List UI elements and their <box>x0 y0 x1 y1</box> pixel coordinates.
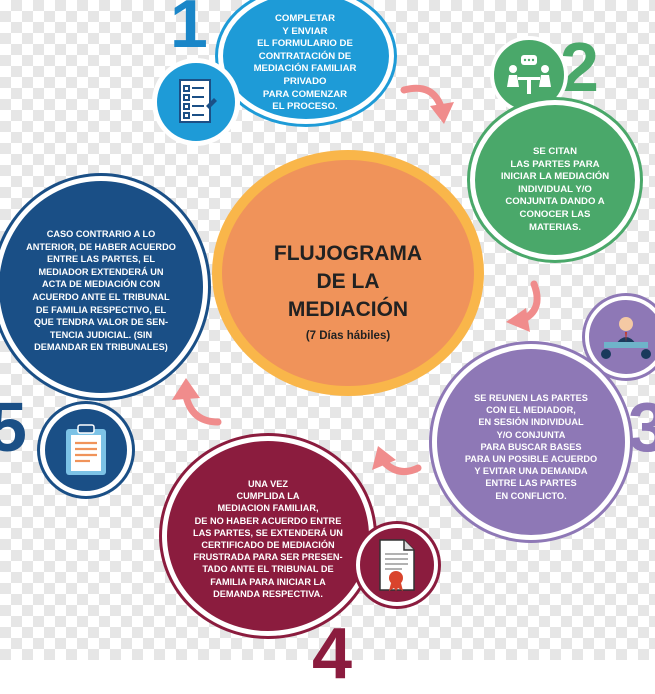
step-3-number: 3 <box>628 388 655 466</box>
step-5-icon-disc <box>40 404 132 496</box>
center-subtitle: (7 Días hábiles) <box>305 330 391 342</box>
center-title-line-3: MEDIACIÓN <box>287 298 409 321</box>
step-1-text: COMPLETAR Y ENVIAR EL FORMULARIO DE CONT… <box>253 13 357 113</box>
arrow-1-to-2 <box>400 84 454 124</box>
arrow-2-to-3 <box>506 280 541 332</box>
step-4-number: 4 <box>312 614 353 694</box>
step-1-icon-disc <box>152 58 240 146</box>
step-4-icon-disc <box>356 524 438 606</box>
meeting-chat-icon <box>507 55 551 94</box>
step-5-text: CASO CONTRARIO A LO ANTERIOR, DE HABER A… <box>26 229 176 353</box>
step-5-circle <box>0 176 208 398</box>
step-2-text: SE CITAN LAS PARTES PARA INICIAR LA MEDI… <box>500 146 610 233</box>
center-circle <box>222 160 474 386</box>
step-3-text: SE REUNEN LAS PARTES CON EL MEDIADOR, EN… <box>464 393 598 501</box>
step-5-number: 5 <box>0 388 27 466</box>
clipboard-icon <box>66 424 106 475</box>
step-2-circle <box>470 100 640 260</box>
center-title-line-2: DE LA <box>316 270 380 293</box>
step-1-circle <box>218 0 394 124</box>
step-4-text: UNA VEZ CUMPLIDA LA MEDIACION FAMILIAR, … <box>193 479 343 599</box>
certificate-icon <box>379 539 415 591</box>
step-3-circle <box>432 344 630 540</box>
step-3-icon-disc <box>585 296 655 378</box>
center-title-line-1: FLUJOGRAMA <box>273 242 423 265</box>
step-1-number: 1 <box>170 0 208 62</box>
arrow-4-to-5 <box>172 378 222 426</box>
form-checklist-icon <box>179 79 217 123</box>
center-title: FLUJOGRAMA DE LA MEDIACIÓN (7 Días hábil… <box>222 240 474 346</box>
mediator-meeting-icon <box>601 317 651 359</box>
arrow-3-to-4 <box>372 446 422 476</box>
